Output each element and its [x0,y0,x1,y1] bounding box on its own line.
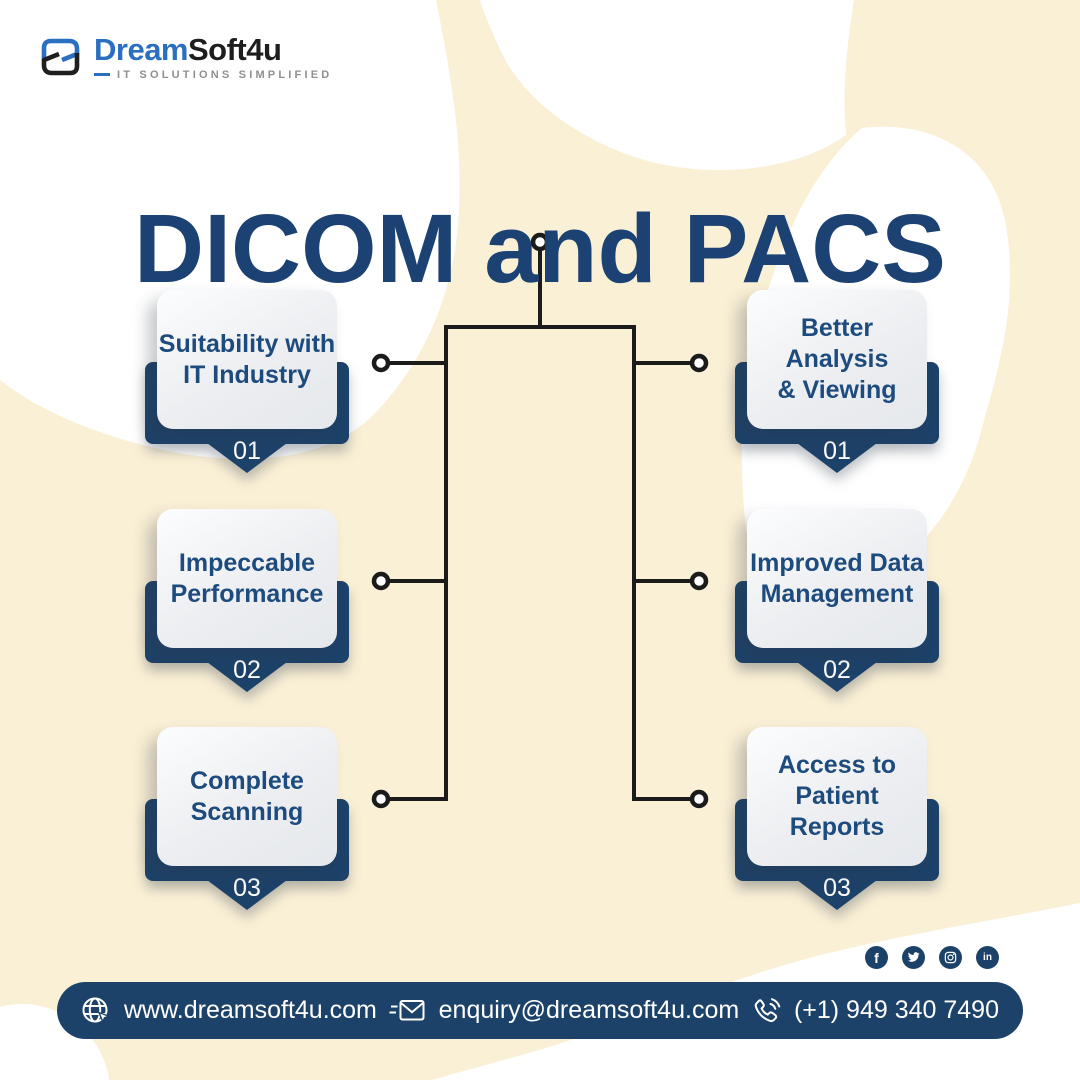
card-number: 02 [823,656,851,684]
card-panel: Access to Patient Reports [747,727,927,866]
node-dot-top [530,232,550,252]
facebook-icon[interactable]: f [865,946,888,969]
card-label: Impeccable Performance [170,548,324,608]
logo: DreamSoft4u IT SOLUTIONS SIMPLIFIED [36,33,332,81]
card-label: Better Analysis & Viewing [777,314,897,404]
phone-text: (+1) 949 340 7490 [793,996,999,1024]
card-panel: Better Analysis & Viewing [747,290,927,429]
footer-website[interactable]: www.dreamsoft4u.com [81,996,377,1026]
card-number: 03 [823,874,851,902]
banner-arrow [207,662,287,692]
email-text: enquiry@dreamsoft4u.com [438,996,740,1024]
node-dot-left-1 [371,353,391,373]
banner-arrow [207,880,287,910]
page-title: DICOM and PACS [134,193,946,303]
brand-tagline: IT SOLUTIONS SIMPLIFIED [94,69,332,81]
card-panel: Impeccable Performance [157,509,337,648]
banner-arrow [797,443,877,473]
footer-email[interactable]: enquiry@dreamsoft4u.com [389,996,740,1025]
card-left-3: 03 Complete Scanning [145,727,349,919]
card-panel: Complete Scanning [157,727,337,866]
card-number: 02 [233,656,261,684]
banner-arrow [797,662,877,692]
node-dot-right-3 [689,789,709,809]
card-panel: Suitability with IT Industry [157,290,337,429]
node-dot-right-2 [689,571,709,591]
website-text: www.dreamsoft4u.com [124,996,377,1024]
card-number: 01 [233,437,261,465]
background-blob-top-left [0,0,460,460]
phone-icon [754,997,781,1022]
node-dot-left-3 [371,789,391,809]
card-right-2: 02 Improved Data Management [735,509,939,701]
linkedin-icon[interactable]: in [976,946,999,969]
footer-bar: www.dreamsoft4u.com enquiry@dreamsoft4u.… [57,982,1023,1039]
banner-arrow [797,880,877,910]
card-label: Access to Patient Reports [777,751,897,841]
card-right-3: 03 Access to Patient Reports [735,727,939,919]
card-panel: Improved Data Management [747,509,927,648]
card-label: Improved Data Management [750,548,924,608]
card-number: 01 [823,437,851,465]
card-right-1: 01 Better Analysis & Viewing [735,290,939,482]
node-dot-left-2 [371,571,391,591]
envelope-icon [389,1000,425,1021]
globe-icon [82,997,111,1024]
banner-arrow [207,443,287,473]
card-label: Complete Scanning [190,766,304,826]
card-left-2: 02 Impeccable Performance [145,509,349,701]
tagline-dash [94,73,110,76]
card-label: Suitability with IT Industry [158,329,336,389]
card-number: 03 [233,874,261,902]
background-blob-top-center [480,0,854,171]
background-blob-corner [0,1004,110,1080]
node-dot-right-1 [689,353,709,373]
card-left-1: 01 Suitability with IT Industry [145,290,349,482]
social-icons: f in [865,946,999,969]
instagram-icon[interactable] [939,946,962,969]
footer-phone[interactable]: (+1) 949 340 7490 [751,996,999,1026]
twitter-icon[interactable] [902,946,925,969]
brand-name: DreamSoft4u [94,31,282,67]
logo-mark-icon [41,38,80,76]
